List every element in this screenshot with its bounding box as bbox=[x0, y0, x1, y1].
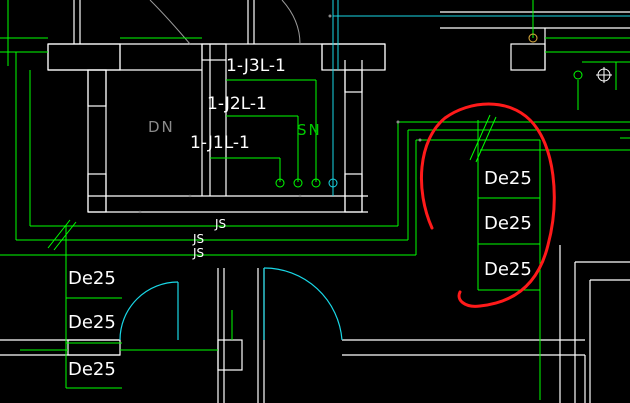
cyan-lines bbox=[332, 0, 630, 196]
pipe-label-js-1: JS bbox=[215, 217, 227, 231]
pipe-size-right-1: De25 bbox=[484, 168, 532, 189]
pipe-label-js-2: JS bbox=[193, 232, 205, 246]
pipe-size-right-3: De25 bbox=[484, 259, 532, 280]
room-label-dn: DN bbox=[148, 118, 175, 136]
reference-dots bbox=[138, 14, 422, 214]
pipe-size-left-3: De25 bbox=[68, 359, 116, 380]
column-boxes bbox=[47, 43, 546, 371]
pipe-size-right-2: De25 bbox=[484, 213, 532, 234]
door-swings bbox=[119, 0, 343, 341]
pipe-break-marks bbox=[47, 114, 497, 251]
riser-label-j2l: 1-J2L-1 bbox=[207, 94, 267, 114]
riser-label-j1l: 1-J1L-1 bbox=[190, 133, 250, 153]
riser-label-j3l: 1-J3L-1 bbox=[226, 56, 286, 76]
room-label-sn: SN bbox=[297, 121, 322, 139]
markup-circle bbox=[419, 102, 556, 308]
pipe-label-js-3: JS bbox=[193, 246, 205, 260]
pipe-size-left-2: De25 bbox=[68, 312, 116, 333]
pipe-size-left-1: De25 bbox=[68, 268, 116, 289]
riser-circles bbox=[275, 33, 612, 188]
